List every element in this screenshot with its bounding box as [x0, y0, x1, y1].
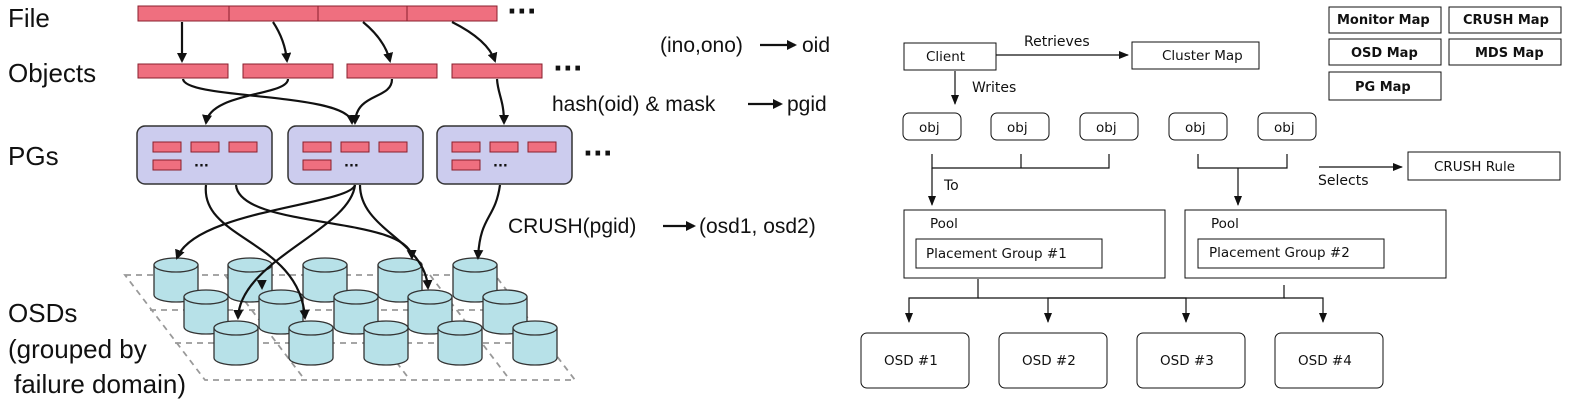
selects-label: Selects: [1318, 173, 1368, 189]
client-box: [903, 42, 997, 71]
formula-oid: (ino,ono) oid: [660, 34, 830, 57]
pg-inner-ellipsis: ···: [493, 159, 508, 174]
osd-box: [998, 332, 1108, 389]
pg-to-osd-arrows: [175, 184, 502, 320]
cluster-map-label: Cluster Map: [1162, 48, 1243, 64]
placement-group-box: [915, 238, 1103, 269]
pg-inner-ellipsis: ···: [344, 159, 359, 174]
map-box: [1328, 71, 1442, 101]
object-block: [137, 63, 229, 79]
left-diagram: File Objects PGs OSDs (grouped by failur…: [8, 0, 830, 399]
pg-box: ···: [136, 125, 273, 185]
file-bar: [137, 5, 498, 22]
formula-oid-rhs: oid: [802, 34, 830, 57]
obj-label: obj: [919, 120, 940, 136]
obj-box: [1079, 112, 1139, 141]
object-block: [346, 63, 438, 79]
formula-crush-rhs: (osd1, osd2): [699, 215, 816, 238]
map-box: [1328, 38, 1442, 66]
osd-cylinder: [302, 257, 348, 303]
pg-inner-ellipsis: ···: [194, 159, 209, 174]
osd-box: [860, 332, 970, 389]
map-box: [1328, 6, 1442, 34]
pg-map-label: PG Map: [1355, 80, 1411, 95]
file-to-object-arrows: [177, 21, 498, 63]
formula-pgid: hash(oid) & mask pgid: [552, 93, 827, 116]
pg-box: ···: [436, 125, 573, 185]
object-to-pg-arrows: [181, 78, 509, 125]
row-label-failure-domain: failure domain): [14, 369, 186, 399]
osd-box: [1274, 332, 1384, 389]
obj-label: obj: [1274, 120, 1295, 136]
osd-label: OSD #1: [884, 353, 938, 369]
osd-boxes: OSD #1 OSD #2 OSD #3 OSD #4: [860, 332, 1384, 389]
pool-box: Pool Placement Group #1: [903, 209, 1166, 279]
pool-title: Pool: [930, 216, 958, 232]
osd-cylinders: [153, 257, 558, 366]
to-label: To: [943, 178, 959, 194]
formula-crush: CRUSH(pgid) (osd1, osd2): [508, 215, 816, 238]
client-label: Client: [926, 49, 965, 65]
pg-box: ···: [287, 125, 424, 185]
crush-rule-label: CRUSH Rule: [1434, 159, 1515, 175]
row-label-file: File: [8, 3, 50, 33]
osd-cylinder: [213, 320, 259, 366]
pg-boxes: ··· ··· ···: [136, 125, 573, 185]
cluster-map-box: [1131, 41, 1260, 70]
pool-box: Pool Placement Group #2: [1184, 209, 1447, 279]
objects-row: [137, 63, 543, 79]
osd-box: [1136, 332, 1246, 389]
file-ellipsis: ···: [507, 0, 537, 27]
pool-title: Pool: [1211, 216, 1239, 232]
pgs-ellipsis: ···: [583, 139, 613, 169]
osd-cylinder: [407, 289, 453, 335]
obj-label: obj: [1185, 120, 1206, 136]
placement-group-label: Placement Group #1: [926, 246, 1067, 262]
formula-pgid-lhs: hash(oid) & mask: [552, 93, 716, 116]
objects-ellipsis: ···: [553, 54, 583, 84]
obj-label: obj: [1007, 120, 1028, 136]
crush-rule-box: [1407, 151, 1561, 181]
map-box: [1448, 38, 1562, 66]
monitor-map-label: Monitor Map: [1337, 13, 1430, 28]
obj-row: obj obj obj obj obj: [902, 112, 1317, 141]
osd-label: OSD #4: [1298, 353, 1352, 369]
object-block: [451, 63, 543, 79]
crush-map-label: CRUSH Map: [1463, 13, 1549, 28]
placement-group-label: Placement Group #2: [1209, 245, 1350, 261]
osd-label: OSD #3: [1160, 353, 1214, 369]
mds-map-label: MDS Map: [1475, 46, 1544, 61]
osd-map-label: OSD Map: [1351, 46, 1418, 61]
right-diagram: Client Retrieves Cluster Map Monitor Map…: [860, 6, 1562, 389]
osd-cylinder: [437, 320, 483, 366]
osd-cylinder: [288, 320, 334, 366]
row-label-osds: OSDs: [8, 298, 77, 328]
placement-group-box: [1197, 238, 1385, 269]
osd-label: OSD #2: [1022, 353, 1076, 369]
writes-label: Writes: [972, 80, 1016, 96]
object-block: [242, 63, 334, 79]
obj-label: obj: [1096, 120, 1117, 136]
formula-crush-lhs: CRUSH(pgid): [508, 215, 636, 238]
row-label-objects: Objects: [8, 58, 96, 88]
row-label-pgs: PGs: [8, 141, 59, 171]
pool-to-osd-connectors: [905, 279, 1327, 323]
obj-box: [1168, 112, 1228, 141]
obj-to-pool-connectors: [928, 154, 1288, 206]
formula-pgid-rhs: pgid: [787, 93, 827, 116]
osd-cylinder: [512, 320, 558, 366]
formula-oid-lhs: (ino,ono): [660, 34, 743, 57]
map-box: [1448, 6, 1562, 34]
obj-box: [902, 112, 962, 141]
obj-box: [1257, 112, 1317, 141]
row-label-osds-grouped: (grouped by: [8, 334, 147, 364]
obj-box: [990, 112, 1050, 141]
retrieves-label: Retrieves: [1024, 34, 1090, 50]
osd-cylinder: [363, 320, 409, 366]
